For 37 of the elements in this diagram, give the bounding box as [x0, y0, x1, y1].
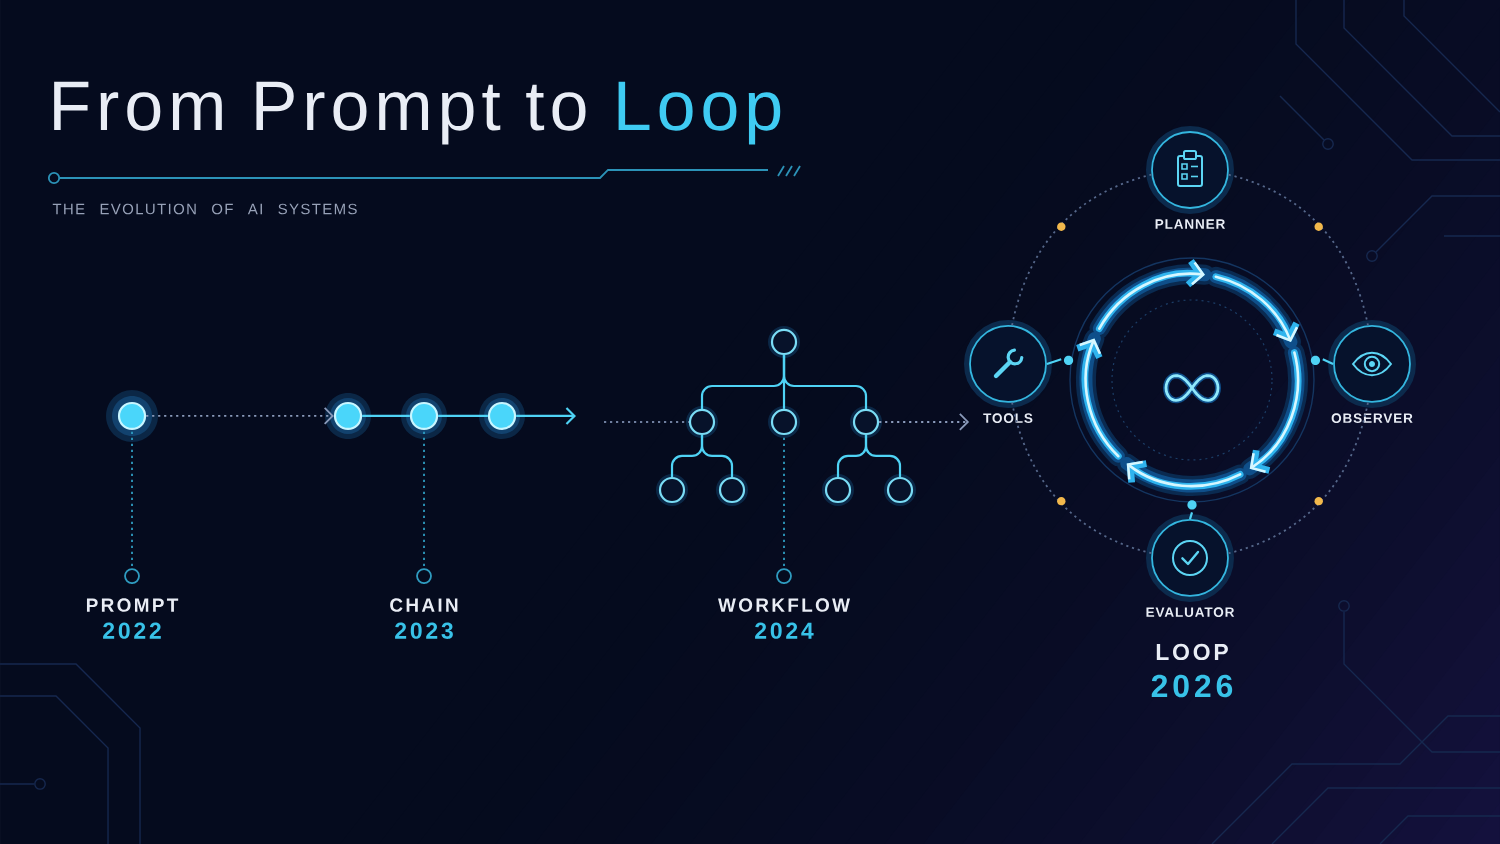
glowing-dot	[106, 390, 158, 442]
circle-node	[768, 326, 800, 358]
branch-line	[782, 355, 868, 409]
connector-line	[1046, 358, 1062, 365]
arrow	[145, 407, 334, 425]
circle-node	[768, 406, 800, 438]
title: From Prompt to Loop	[54, 81, 781, 145]
dotted-arc	[1011, 173, 1153, 327]
circle-node	[686, 406, 718, 438]
connector-line	[438, 414, 488, 418]
stage-label: CHAIN 2023	[390, 598, 458, 639]
leader-line	[776, 568, 792, 584]
branch-line	[864, 435, 902, 477]
connector-line	[1188, 512, 1194, 520]
circle-node	[656, 473, 688, 506]
connector-line	[1322, 358, 1334, 365]
leader-line	[124, 568, 140, 584]
arrow	[878, 413, 970, 431]
connector-line	[362, 414, 410, 418]
dotted-arc	[1227, 173, 1369, 327]
dotted-arc	[1227, 401, 1369, 555]
glowing-dot	[479, 392, 525, 439]
circle-node	[884, 473, 916, 506]
dotted-line	[603, 421, 690, 423]
glowing-dot	[401, 392, 447, 439]
stage-label: WORKFLOW 2024	[718, 598, 850, 639]
arrow	[516, 407, 576, 425]
year-label: 2026	[1151, 674, 1233, 698]
stage-label: LOOP	[1156, 643, 1228, 661]
dotted-arc	[1011, 401, 1153, 555]
leader-line	[416, 568, 432, 584]
stage-label: PROMPT 2022	[86, 598, 179, 639]
branch-line	[700, 435, 734, 477]
glowing-dot	[325, 392, 371, 439]
circle-node	[850, 406, 882, 438]
circle-node	[716, 473, 748, 506]
circle-node	[822, 473, 854, 506]
